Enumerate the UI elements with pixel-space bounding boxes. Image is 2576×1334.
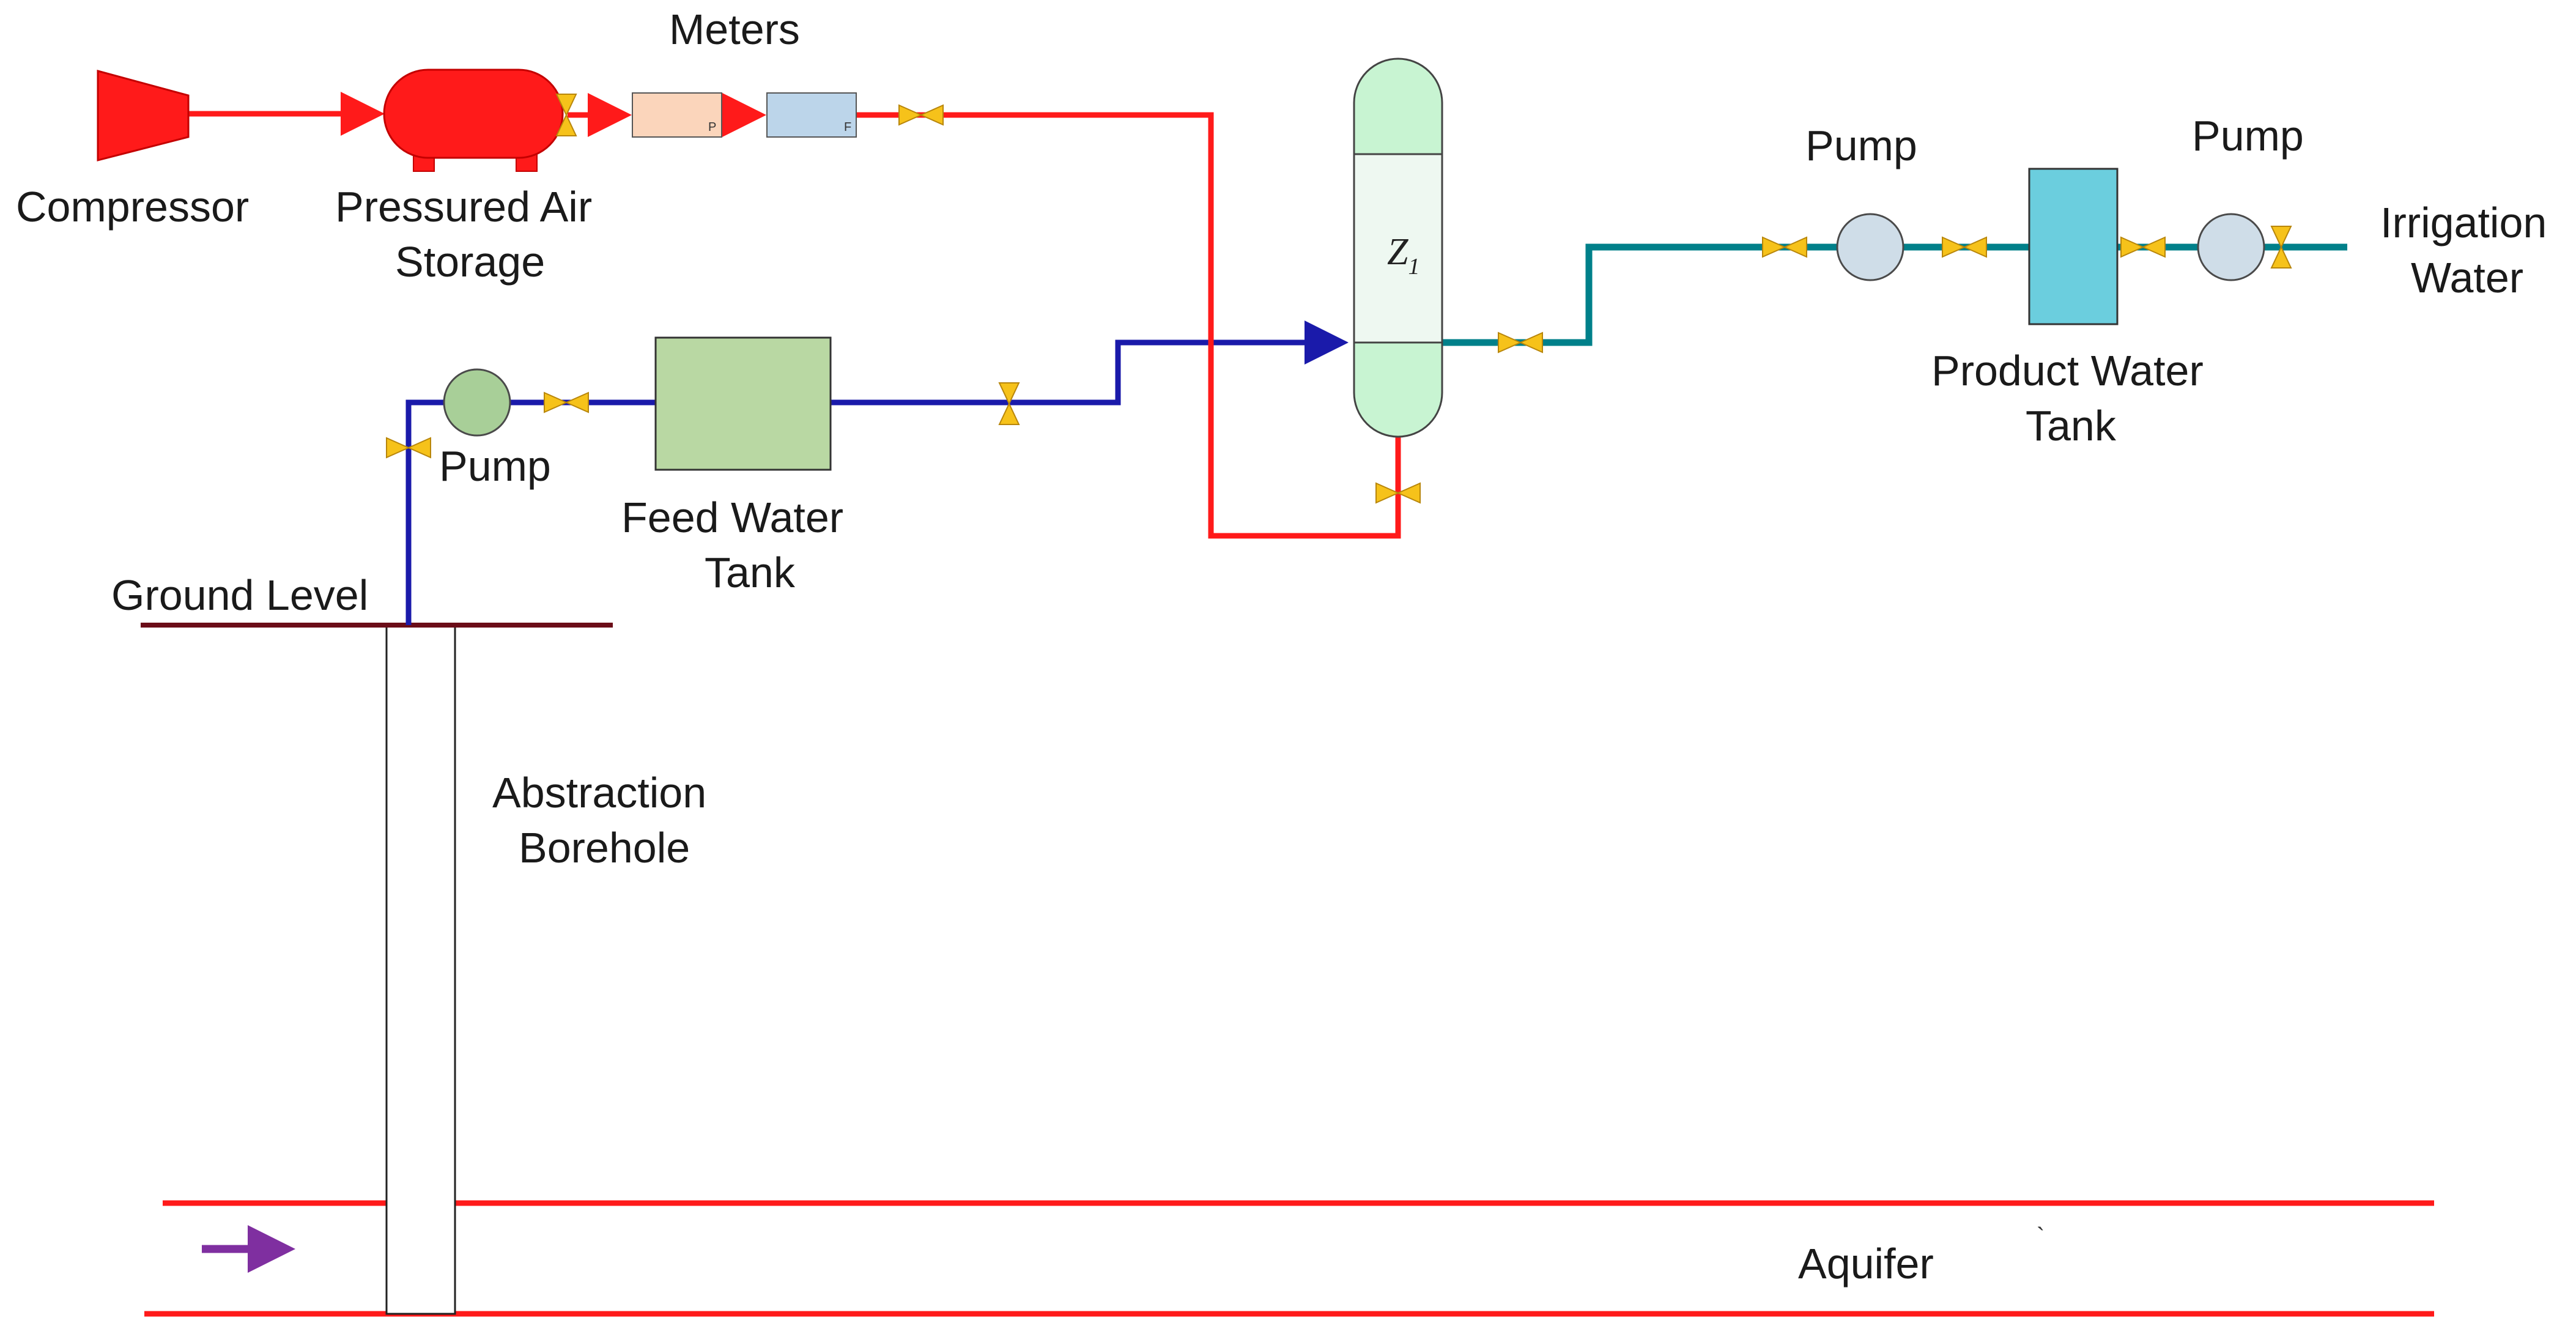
- tick-mark: `: [2037, 1223, 2045, 1250]
- product-pump-2: Pump: [2192, 112, 2304, 281]
- product-water-tank: Product Water Tank: [1931, 168, 2204, 450]
- feed-pump: Pump: [439, 368, 551, 490]
- valve-air-column-inlet: [1375, 482, 1421, 504]
- column-z1: Z1: [1353, 57, 1443, 438]
- air-line: [188, 92, 1401, 539]
- meter-pressure: [632, 92, 722, 138]
- irrigation-label-line2: Water: [2411, 254, 2523, 302]
- feed-pipe-borehole-to-pump: [405, 399, 445, 625]
- product-pump-1-body: [1836, 213, 1904, 281]
- compressor-label: Compressor: [16, 183, 249, 231]
- abstraction-borehole: Abstraction Borehole: [385, 624, 706, 1315]
- product-pump-1: Pump: [1805, 122, 1917, 281]
- valve-feed-pump-outlet: [544, 391, 589, 413]
- borehole-label-line1: Abstraction: [492, 769, 706, 817]
- product-pipe-column-to-pump: [1442, 243, 1837, 346]
- aquifer-label: Aquifer: [1798, 1240, 1934, 1288]
- feed-tank-body: [654, 336, 832, 471]
- meter-flow: [766, 92, 857, 138]
- meters-label: Meters: [669, 6, 800, 53]
- meter-flow-letter: F: [844, 120, 851, 134]
- valve-feed-tank-outlet: [998, 382, 1020, 425]
- ground-level: Ground Level: [111, 571, 613, 628]
- valve-product-tank-outlet: [2120, 236, 2166, 258]
- feed-pump-label: Pump: [439, 442, 551, 490]
- valves: [386, 94, 2292, 504]
- product-pump-1-label: Pump: [1805, 122, 1917, 169]
- valve-borehole-riser: [386, 437, 431, 459]
- column-packing-section: [1353, 153, 1443, 344]
- product-tank-label-line2: Tank: [2026, 402, 2117, 450]
- irrigation-water: Irrigation Water: [2380, 199, 2547, 302]
- feed-pump-body: [443, 368, 511, 437]
- aquifer: Aquifer `: [144, 1200, 2434, 1317]
- storage-label-line1: Pressured Air: [335, 183, 592, 231]
- valve-product-pump-1-outlet: [1942, 236, 1987, 258]
- borehole-label-line2: Borehole: [519, 824, 690, 872]
- meter-pressure-letter: P: [708, 120, 716, 134]
- storage-vessel: [383, 69, 564, 159]
- column-label: Z1: [1387, 231, 1419, 280]
- feed-pipe-tank-to-column: [831, 321, 1349, 406]
- valve-product-pump-2-outlet: [2270, 226, 2292, 269]
- product-tank-label-line1: Product Water: [1931, 347, 2204, 395]
- storage-label-line2: Storage: [395, 238, 545, 286]
- air-pipe-meters-to-column: [856, 112, 1401, 539]
- feed-tank-label-line2: Tank: [705, 549, 796, 596]
- ground-level-label: Ground Level: [111, 571, 368, 619]
- valve-storage-outlet: [555, 94, 577, 136]
- feed-water-tank: Feed Water Tank: [621, 336, 843, 596]
- valve-column-outlet: [1498, 332, 1543, 354]
- product-pump-2-label: Pump: [2192, 112, 2304, 160]
- compressor-shape: [97, 70, 190, 161]
- meters: Meters P F: [632, 6, 857, 138]
- product-tank-body: [2028, 168, 2119, 325]
- product-pump-2-body: [2197, 213, 2265, 281]
- irrigation-label-line1: Irrigation: [2380, 199, 2547, 246]
- feed-tank-label-line1: Feed Water: [621, 494, 843, 541]
- compressor: Compressor: [16, 70, 249, 231]
- pressured-air-storage: Pressured Air Storage: [335, 69, 592, 286]
- valve-product-pump-1-inlet: [1762, 236, 1807, 258]
- valve-air-after-meters: [898, 104, 944, 126]
- borehole-casing: [385, 624, 456, 1315]
